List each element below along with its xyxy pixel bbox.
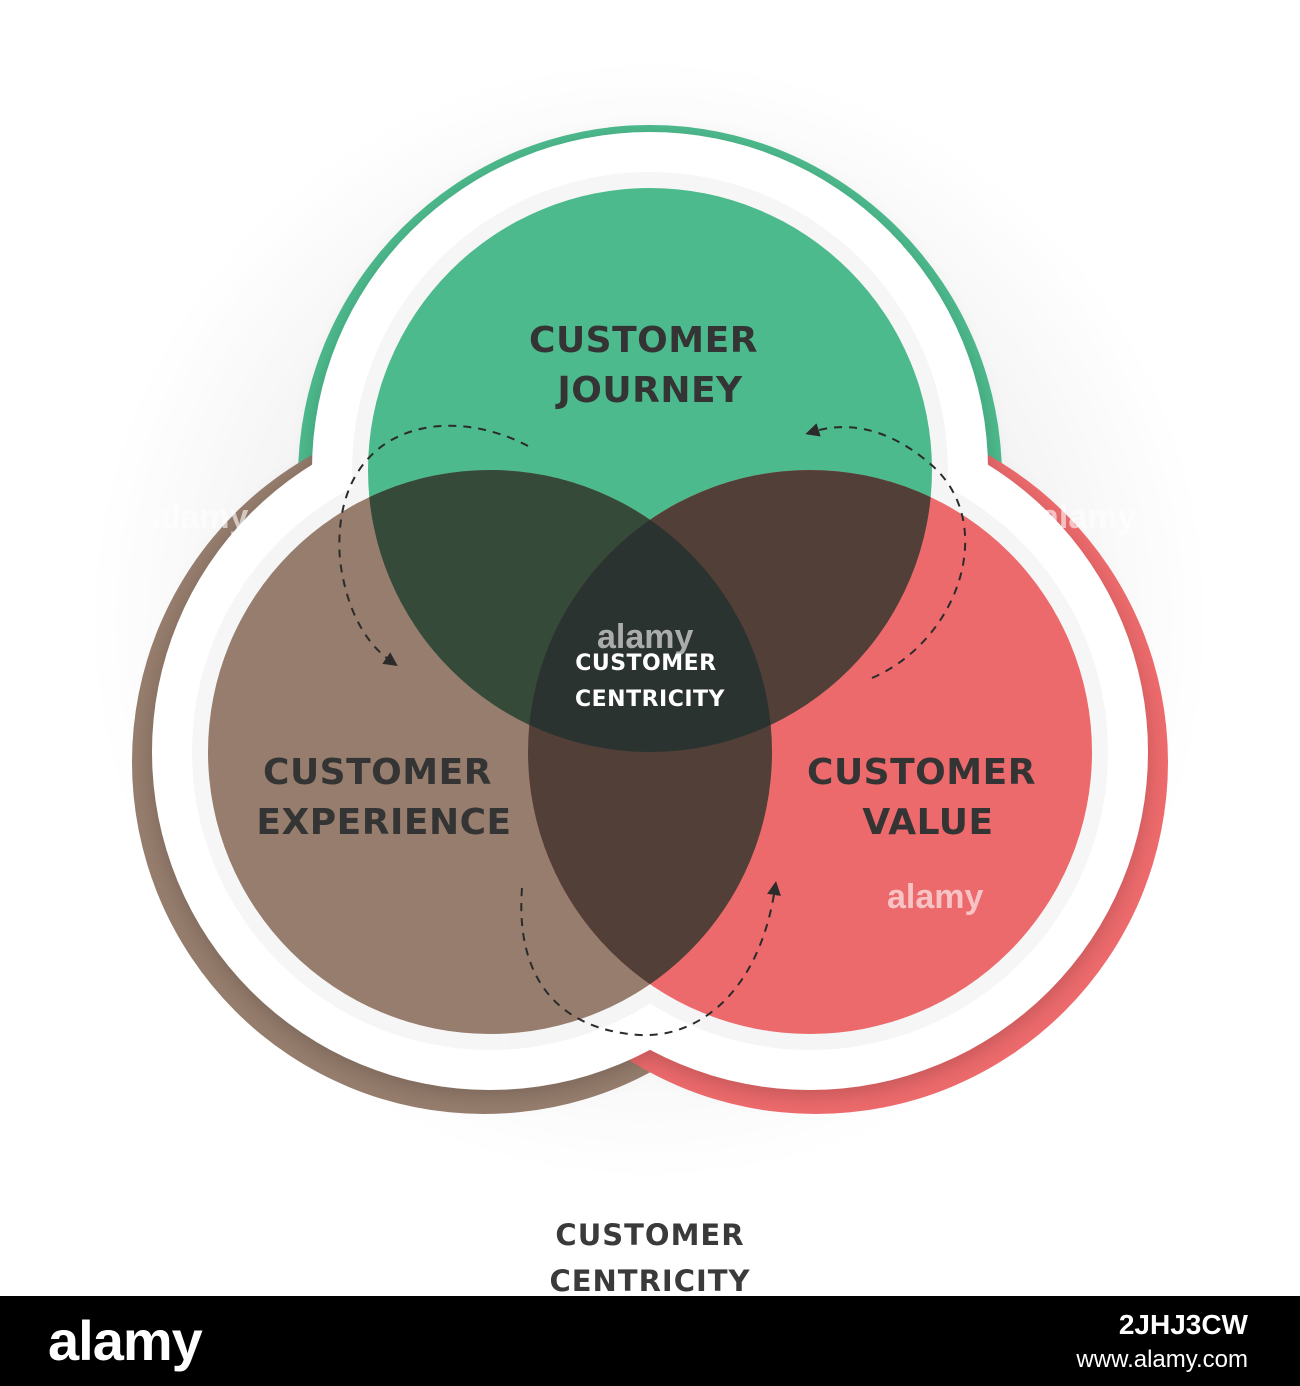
venn-diagram: alamy alamy alamy alamy alamy CUSTOMER J… — [10, 125, 1168, 1114]
center-overlap — [528, 470, 772, 752]
watermark-text: alamy — [1040, 498, 1136, 536]
value-label-line2: VALUE — [862, 802, 993, 843]
journey-label-line1: CUSTOMER — [529, 320, 758, 361]
watermarks: alamy alamy alamy alamy alamy — [10, 498, 1136, 916]
site-url[interactable]: www.alamy.com — [1076, 1345, 1248, 1373]
watermark-text: alamy — [597, 618, 693, 656]
footer-title-line1: CUSTOMER — [555, 1218, 745, 1252]
experience-label: CUSTOMER EXPERIENCE — [256, 752, 511, 843]
footer-title-line2: CENTRICITY — [549, 1264, 751, 1298]
arrow-experience-to-value — [520, 881, 781, 1037]
diagram-background: alamy alamy alamy alamy alamy CUSTOMER J… — [0, 0, 1300, 1298]
brand-logo[interactable]: alamy — [48, 1309, 203, 1372]
journey-label-line2: JOURNEY — [554, 370, 743, 411]
footer-meta: 2JHJ3CW www.alamy.com — [1076, 1307, 1248, 1375]
value-label: CUSTOMER VALUE — [807, 752, 1049, 843]
experience-label-line2: EXPERIENCE — [256, 802, 511, 843]
center-label-line1: CUSTOMER — [575, 651, 716, 676]
center-label: CUSTOMER CENTRICITY — [575, 651, 726, 712]
watermark-text: alamy — [152, 498, 248, 536]
watermark-text: alamy — [10, 878, 106, 916]
flow-arrows — [338, 423, 967, 1037]
image-id: 2JHJ3CW — [1118, 1309, 1248, 1341]
arrow-journey-to-experience — [338, 424, 529, 666]
center-label-line2: CENTRICITY — [575, 687, 726, 712]
stock-footer-bar: alamy 2JHJ3CW www.alamy.com — [0, 1296, 1300, 1386]
journey-label: CUSTOMER JOURNEY — [529, 320, 771, 411]
footer-title: CUSTOMER CENTRICITY — [0, 1212, 1300, 1304]
value-label-line1: CUSTOMER — [807, 752, 1036, 793]
watermark-text: alamy — [887, 878, 983, 916]
experience-label-line1: CUSTOMER — [263, 752, 492, 793]
